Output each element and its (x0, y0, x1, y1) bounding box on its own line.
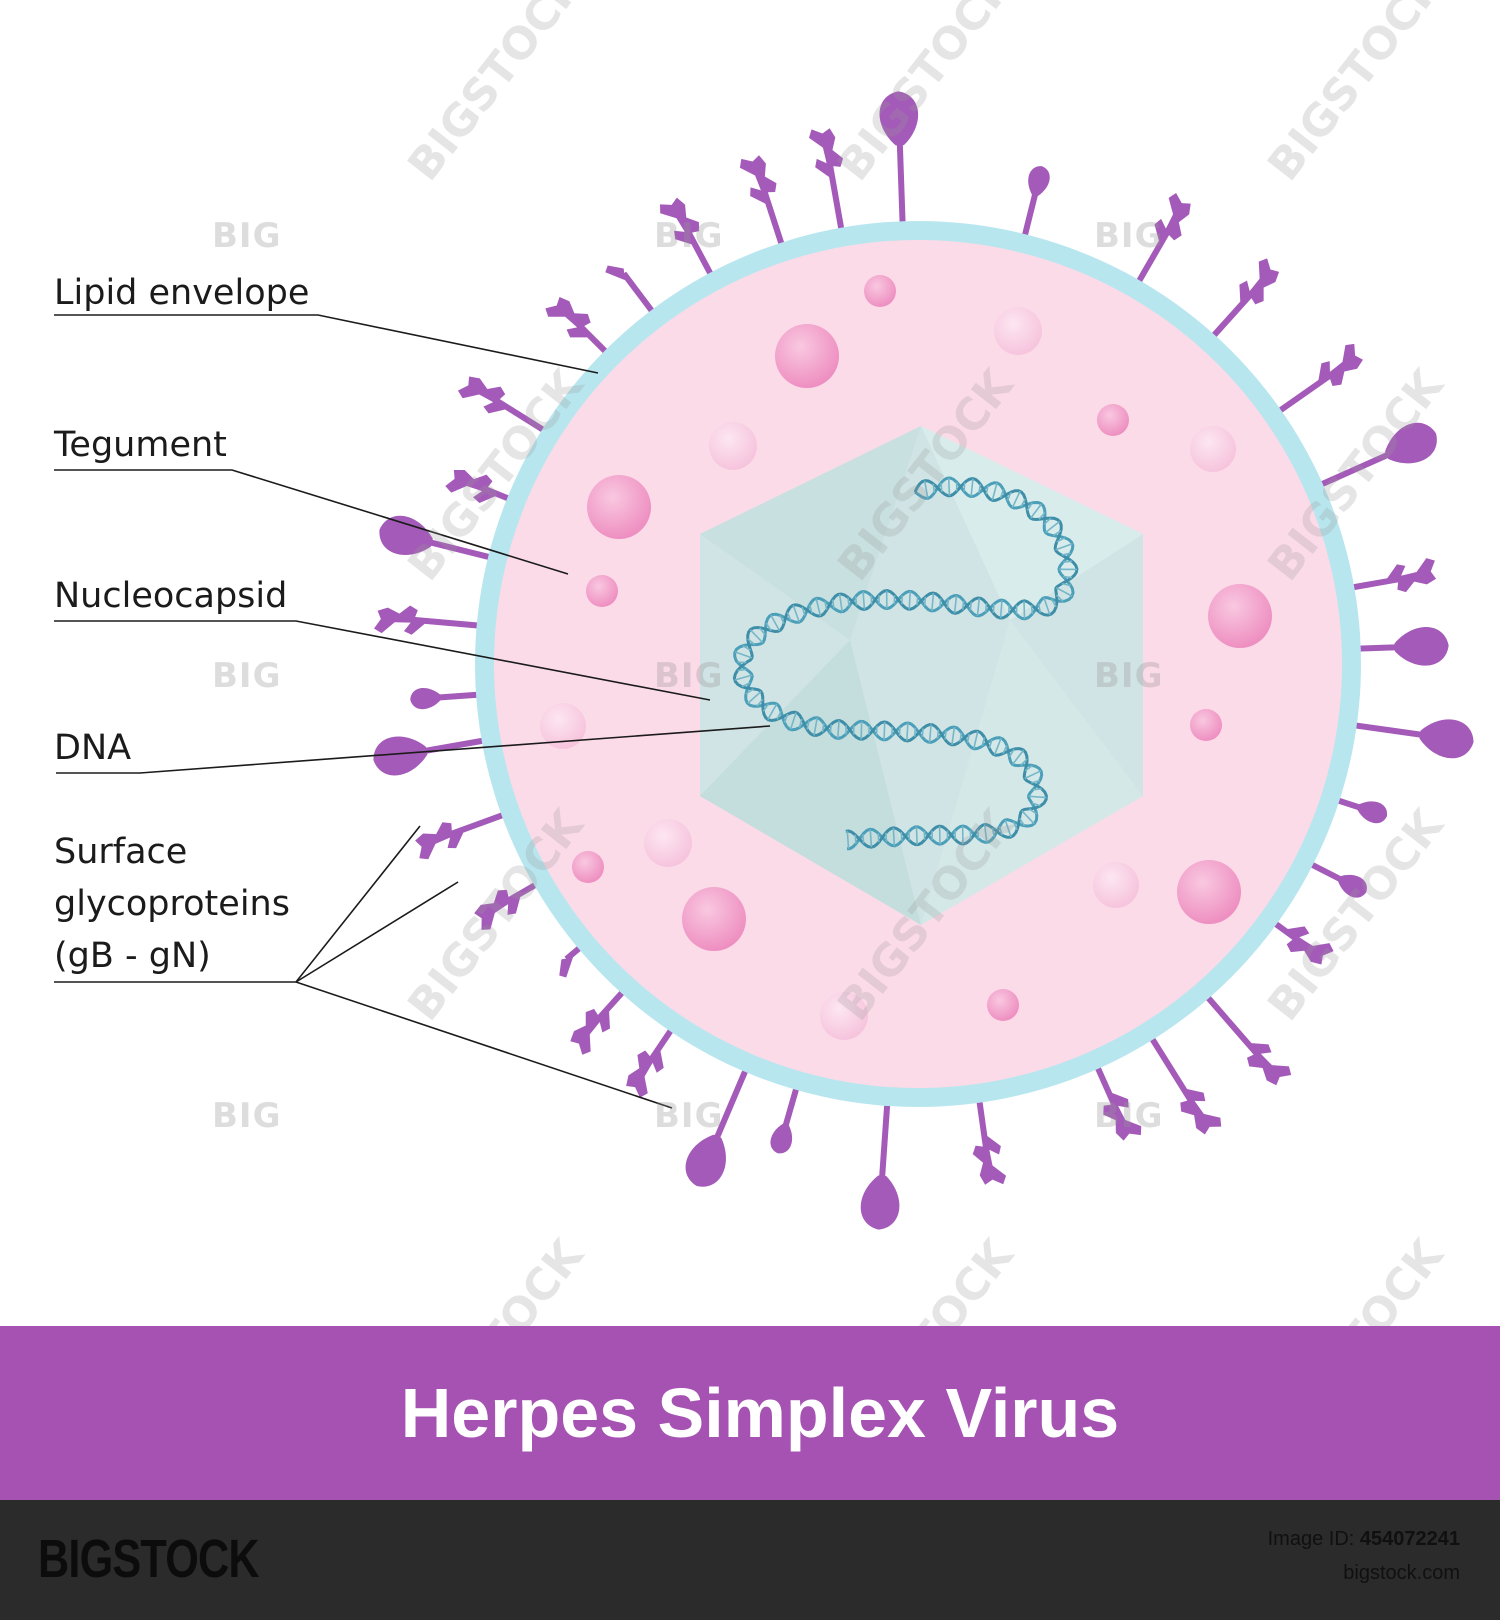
label-tegument: Tegument (54, 425, 227, 465)
glycoprotein-spike (1197, 985, 1292, 1086)
glycoprotein-spike (1018, 166, 1050, 249)
glycoprotein-spike (860, 1091, 900, 1230)
glycoprotein-spike (457, 376, 556, 440)
tegument-vesicle (572, 851, 604, 883)
image-id-value: 454072241 (1359, 1528, 1460, 1550)
tegument-vesicle (994, 307, 1042, 355)
glycoprotein-spike (972, 1088, 1007, 1185)
glycoprotein-spike (545, 297, 617, 363)
label-lipid-envelope: Lipid envelope (54, 273, 310, 313)
label-nucleocapsid: Nucleocapsid (54, 576, 288, 616)
virus-diagram (54, 91, 1474, 1230)
bigstock-logo: BIGSTOCK (38, 1529, 260, 1589)
tegument-vesicle (864, 275, 896, 307)
glycoprotein-spike (373, 735, 497, 776)
label-dna: DNA (54, 728, 132, 768)
glycoprotein-spike (1346, 626, 1449, 666)
glycoprotein-spike (1342, 719, 1474, 759)
tegument-vesicle (644, 819, 692, 867)
tegument-vesicle (587, 475, 651, 539)
glycoprotein-spike (415, 807, 516, 860)
glycoprotein-spike (808, 128, 847, 243)
label-surface-glycoproteins: Surface glycoproteins (gB - gN) (54, 826, 290, 982)
tegument-vesicle (1177, 860, 1241, 924)
tegument-vesicle (775, 324, 839, 388)
glycoprotein-spike (626, 1017, 681, 1098)
glycoprotein-spike (379, 515, 503, 564)
diagram-title: Herpes Simplex Virus (400, 1374, 1120, 1452)
watermark-big: BIG (1094, 216, 1164, 256)
leader-lines (54, 314, 771, 1109)
label-surface-line3: (gB - gN) (54, 936, 211, 976)
image-id: Image ID: 454072241 (1268, 1528, 1460, 1551)
watermark-big: BIG (1094, 1096, 1164, 1136)
tegument-vesicle (1190, 426, 1236, 472)
tegument-vesicle (1097, 404, 1129, 436)
watermark-big: BIG (212, 216, 282, 256)
glycoprotein-spike (739, 155, 789, 257)
image-id-label: Image ID: (1267, 1528, 1355, 1550)
label-surface-line2: glycoproteins (54, 884, 290, 924)
glycoprotein-spike (1089, 1054, 1142, 1141)
tegument-vesicle (586, 575, 618, 607)
footer-bar: BIGSTOCK Image ID: 454072241 bigstock.co… (0, 1500, 1500, 1620)
watermark-big: BIG (654, 216, 724, 256)
glycoprotein-spike (1142, 1026, 1222, 1135)
tegument-vesicle (987, 989, 1019, 1021)
tegument-vesicle (1190, 709, 1222, 741)
watermark-big: BIG (212, 1096, 282, 1136)
label-surface-line1: Surface (54, 832, 188, 872)
tegument-vesicle (1208, 584, 1272, 648)
watermark-big: BIG (654, 1096, 724, 1136)
glycoprotein-spike (1267, 343, 1363, 421)
tegument-vesicle (820, 992, 868, 1040)
watermark-big: BIG (654, 656, 724, 696)
glycoprotein-spike (879, 91, 918, 236)
glycoprotein-spike (570, 980, 634, 1055)
glycoprotein-spike (1308, 422, 1437, 493)
glycoprotein-spike (685, 1057, 754, 1187)
glycoprotein-spike (1202, 258, 1280, 348)
glycoprotein-spike (374, 605, 491, 635)
glycoprotein-spike (410, 688, 491, 710)
tegument-vesicles (540, 275, 1272, 1040)
glycoprotein-spike (474, 875, 548, 930)
glycoprotein-spike (1129, 192, 1191, 294)
glycoprotein-spike (770, 1075, 803, 1154)
nucleocapsid (700, 426, 1143, 925)
tegument-vesicle (709, 422, 757, 470)
watermark-big: BIG (212, 656, 282, 696)
tegument-vesicle (1093, 862, 1139, 908)
tegument-vesicle (682, 887, 746, 951)
glycoprotein-spike (659, 197, 720, 287)
glycoprotein-spikes (373, 91, 1474, 1230)
title-banner: Herpes Simplex Virus (0, 1326, 1500, 1500)
tegument-vesicle (540, 703, 586, 749)
dna-helix (732, 476, 1079, 851)
footer-url: bigstock.com (1343, 1562, 1460, 1584)
watermark-big: BIG (1094, 656, 1164, 696)
glycoprotein-spike (1339, 558, 1437, 593)
